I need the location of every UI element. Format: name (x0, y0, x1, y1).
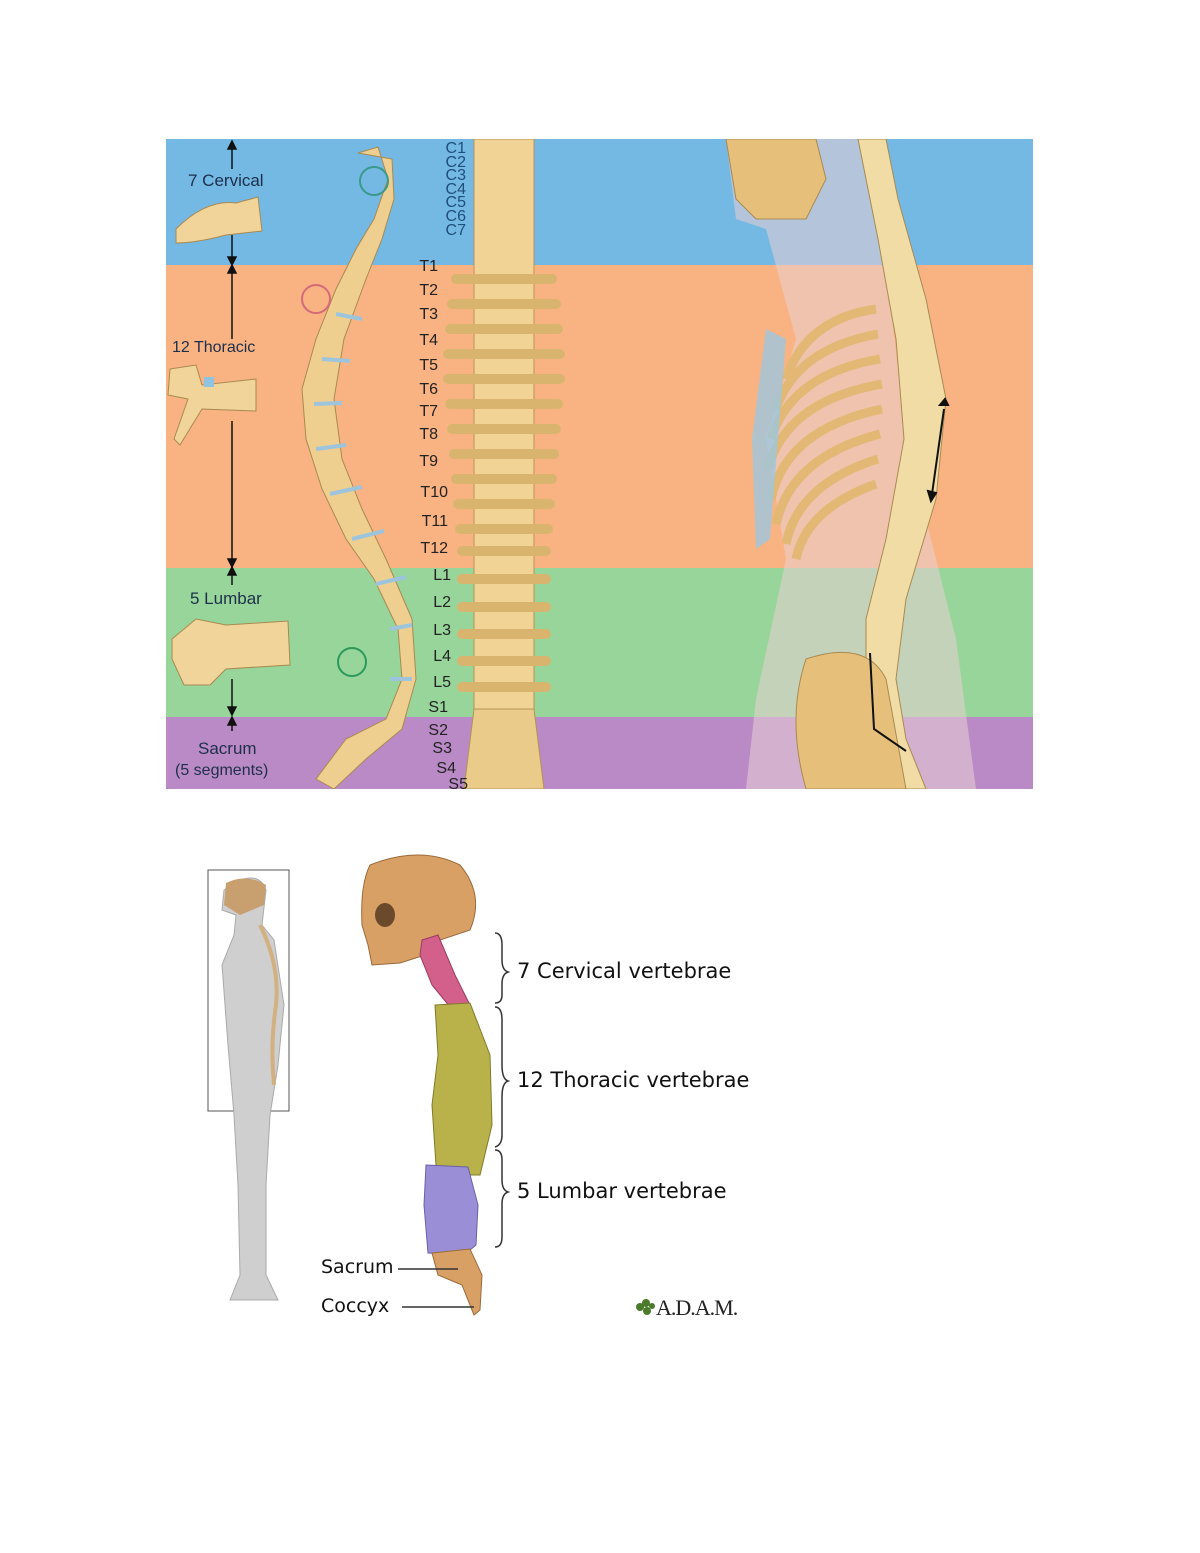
vertebra-label-s4: S4 (436, 760, 456, 777)
vertebra-label-l5: L5 (433, 674, 451, 691)
vertebra-label-l3: L3 (433, 622, 451, 639)
vertebra-label-t12: T12 (420, 540, 448, 557)
vertebra-label-t7: T7 (419, 403, 438, 420)
thoracic-vertebrae-label: 12 Thoracic vertebrae (517, 1068, 750, 1092)
lumbar-vertebrae-label: 5 Lumbar vertebrae (517, 1179, 727, 1203)
vertebra-label-s3: S3 (432, 740, 452, 757)
vertebra-label-c7: C7 (445, 222, 466, 239)
lumbar-label: 5 Lumbar (190, 589, 262, 608)
adam-logo-leaf-icon (636, 1299, 655, 1315)
vertebra-label-t1: T1 (419, 258, 438, 275)
vertebra-label-c4: C4 (445, 181, 466, 198)
vertebra-label-l4: L4 (433, 648, 451, 665)
vertebra-label-s1: S1 (428, 699, 448, 716)
vertebra-label-t2: T2 (419, 282, 438, 299)
vertebra-label-l1: L1 (433, 567, 451, 584)
vertebra-label-c1: C1 (445, 140, 466, 157)
vertebra-label-c6: C6 (445, 208, 466, 225)
spine-skeleton-illustration (207, 854, 655, 1316)
vertebra-label-c5: C5 (445, 194, 466, 211)
adam-spine-figure: 7 Cervical vertebrae 12 Thoracic vertebr… (200, 845, 800, 1325)
spine-illustrations (167, 139, 976, 789)
vertebra-label-t5: T5 (419, 357, 438, 374)
vertebra-label-t6: T6 (419, 381, 438, 398)
sacrum-label: Sacrum (321, 1256, 394, 1278)
vertebra-label-t10: T10 (420, 484, 448, 501)
cervical-vertebrae-label: 7 Cervical vertebrae (517, 959, 732, 983)
sacrum-segments-label: (5 segments) (175, 762, 269, 779)
cervical-label: 7 Cervical (188, 171, 264, 190)
vertebra-label-t9: T9 (419, 453, 438, 470)
coccyx-label: Coccyx (321, 1295, 390, 1317)
sacrum-label: Sacrum (198, 739, 257, 758)
vertebra-label-t8: T8 (419, 426, 438, 443)
vertebra-label-t4: T4 (419, 332, 438, 349)
vertebra-label-s2: S2 (428, 722, 448, 739)
vertebra-label-t11: T11 (421, 513, 448, 530)
vertebra-label-c2: C2 (445, 154, 466, 171)
vertebra-label-s5: S5 (448, 776, 468, 790)
thoracic-label: 12 Thoracic (172, 339, 256, 356)
vertebra-label-l2: L2 (433, 594, 451, 611)
vertebra-label-c3: C3 (445, 167, 466, 184)
vertebra-label-t3: T3 (419, 306, 438, 323)
adam-logo: A.D.A.M. (656, 1295, 738, 1320)
spine-regions-figure: 7 Cervical 12 Thoracic 5 Lumbar Sacrum (… (166, 139, 1033, 789)
